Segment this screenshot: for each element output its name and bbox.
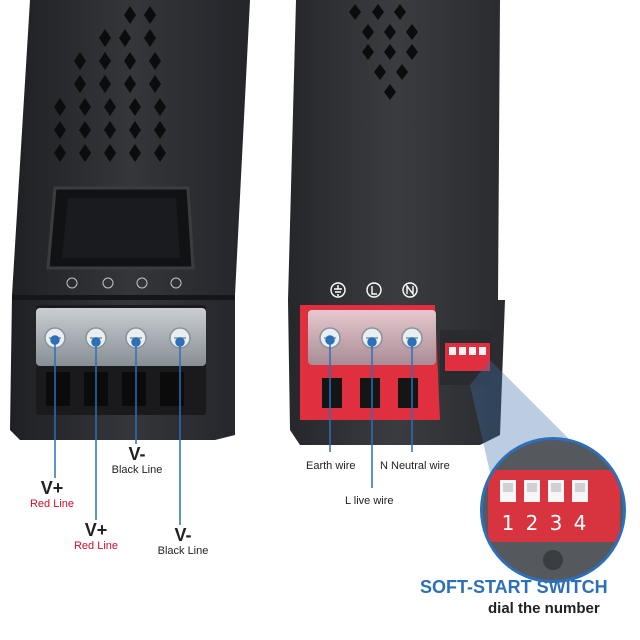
vent-holes-right: [349, 4, 418, 100]
vent-hole: [99, 29, 111, 47]
switch-numbers: 1 2 3 4: [502, 511, 587, 535]
vent-hole: [104, 144, 116, 162]
vent-hole: [384, 84, 396, 100]
leader-lines-left: [50, 335, 185, 525]
left-power-supply: [10, 0, 250, 440]
vent-hole: [349, 4, 361, 20]
live-wire-label: L live wire: [345, 495, 394, 507]
vent-hole: [104, 98, 116, 116]
terminal-label-4: V- Black Line: [150, 525, 216, 558]
vent-hole: [149, 75, 161, 93]
terminal-symbol: V-: [174, 525, 192, 545]
terminal-symbol: V-: [128, 444, 146, 464]
vent-hole: [79, 98, 91, 116]
svg-text:1: 1: [502, 511, 515, 535]
vent-hole: [406, 24, 418, 40]
soft-start-title: SOFT-START SWITCH: [420, 577, 608, 597]
vent-hole: [384, 44, 396, 60]
vent-hole: [79, 144, 91, 162]
vent-hole: [104, 121, 116, 139]
vent-hole: [119, 29, 131, 47]
leader-lines-right: [325, 335, 417, 488]
wire-color-label: Red Line: [73, 540, 119, 552]
vent-hole: [154, 121, 166, 139]
vent-hole: [394, 4, 406, 20]
vent-hole: [124, 6, 136, 24]
vent-hole: [129, 98, 141, 116]
terminal-symbols-right: [330, 282, 418, 298]
vent-hole: [74, 75, 86, 93]
vent-hole: [406, 44, 418, 60]
vent-hole: [129, 144, 141, 162]
terminal-symbols-left: [66, 277, 182, 289]
terminal-label-1: V+ Red Line: [24, 478, 80, 511]
terminal-symbol: V+: [84, 520, 108, 540]
vent-hole: [124, 75, 136, 93]
vent-hole: [154, 144, 166, 162]
terminal-label-3: V- Black Line: [104, 444, 170, 477]
vent-holes-left: [54, 6, 166, 162]
vent-hole: [54, 144, 66, 162]
wire-color-label: Black Line: [157, 545, 209, 557]
vent-hole: [79, 121, 91, 139]
earth-wire-label: Earth wire: [306, 460, 356, 472]
vent-hole: [54, 121, 66, 139]
wire-color-label: Black Line: [111, 464, 163, 476]
wire-color-label: Red Line: [29, 498, 75, 510]
vent-hole: [129, 121, 141, 139]
vent-hole: [99, 75, 111, 93]
vent-hole: [74, 52, 86, 70]
vent-hole: [99, 52, 111, 70]
vent-hole: [144, 29, 156, 47]
vent-hole: [374, 64, 386, 80]
vent-hole: [154, 98, 166, 116]
vent-hole: [144, 6, 156, 24]
vent-hole: [124, 52, 136, 70]
svg-text:2: 2: [526, 511, 539, 535]
terminal-symbol: V+: [40, 478, 64, 498]
zoom-inset: 1 2 3 4: [480, 437, 626, 583]
svg-text:3: 3: [550, 511, 563, 535]
vent-hole: [372, 4, 384, 20]
clear-terminal-cover: [36, 308, 206, 366]
vent-hole: [149, 52, 161, 70]
svg-text:4: 4: [574, 511, 587, 535]
vent-hole: [384, 24, 396, 40]
vent-hole: [54, 98, 66, 116]
neutral-wire-label: N Neutral wire: [380, 460, 450, 472]
terminal-label-2: V+ Red Line: [66, 520, 126, 553]
vent-hole: [396, 64, 408, 80]
vent-hole: [362, 44, 374, 60]
right-power-supply: [288, 0, 505, 445]
soft-start-subtitle: dial the number: [488, 600, 600, 617]
vent-hole: [362, 24, 374, 40]
